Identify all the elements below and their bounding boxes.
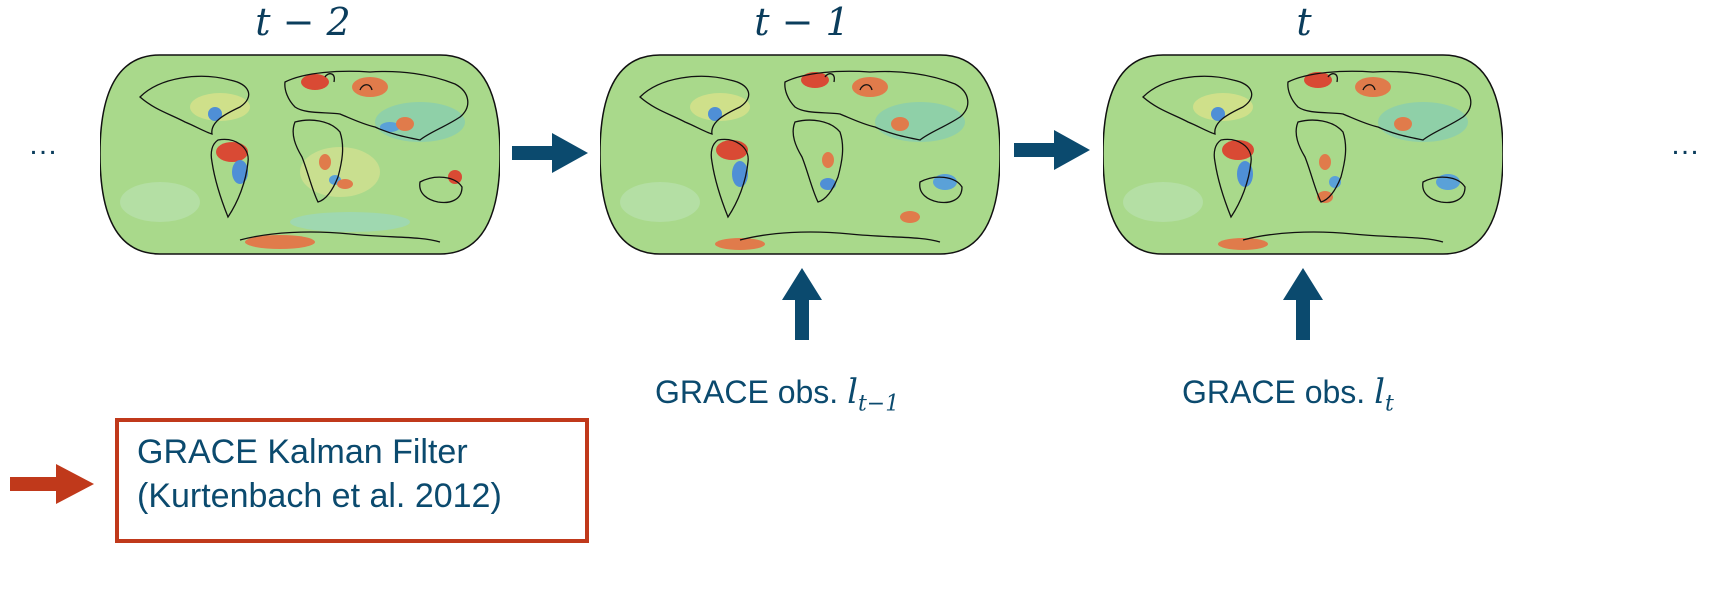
time-label-t-minus-2: t − 2 [255,0,351,44]
grace-map-t-minus-1 [600,52,1000,257]
legend-arrow-icon [10,464,94,504]
arrow-icon [1283,268,1323,340]
observation-subscript: t [1384,391,1394,417]
arrow-icon [512,133,588,173]
ellipsis-right: … [1670,128,1700,161]
observation-text: GRACE obs. [1182,374,1366,410]
world-map-icon [600,54,1000,255]
observation-label-t: GRACE obs. lt [1182,372,1394,416]
observation-symbol: l [847,372,858,412]
observation-label-t-minus-1: GRACE obs. lt−1 [655,372,899,416]
world-map-icon [100,54,500,255]
legend-line-1: GRACE Kalman Filter [137,433,468,471]
grace-map-t-minus-2 [100,52,500,257]
observation-subscript: t−1 [857,391,900,417]
grace-map-t [1103,52,1503,257]
world-map-icon [1103,54,1503,255]
observation-text: GRACE obs. [655,374,839,410]
arrow-icon [1014,130,1090,170]
legend-box: GRACE Kalman Filter (Kurtenbach et al. 2… [115,418,589,543]
arrow-icon [782,268,822,340]
observation-symbol: l [1374,372,1385,412]
time-label-t: t [1296,0,1312,44]
ellipsis-left: … [28,128,58,161]
legend-line-2: (Kurtenbach et al. 2012) [137,477,502,515]
time-label-t-minus-1: t − 1 [754,0,850,44]
